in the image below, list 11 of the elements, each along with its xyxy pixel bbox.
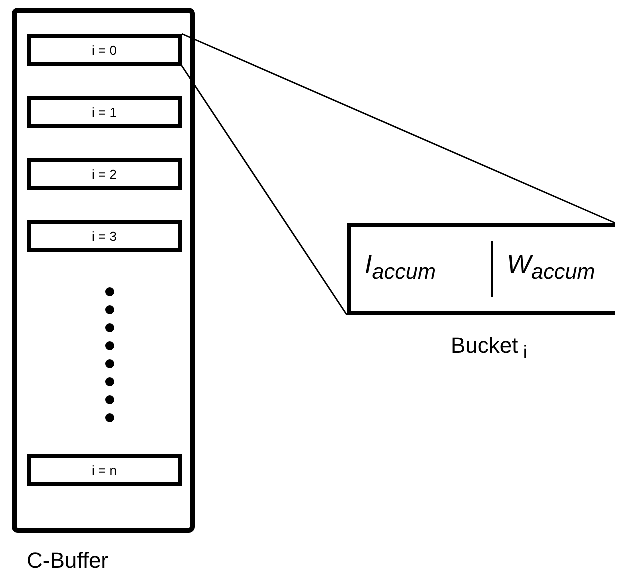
slot-box: i = 3 xyxy=(27,220,182,252)
zoom-line xyxy=(181,66,348,316)
slot-box: i = 0 xyxy=(27,34,182,66)
zoom-line xyxy=(182,33,616,224)
field-label: W$_{accum}$ xyxy=(507,249,596,286)
container-title: C-Buffer xyxy=(27,548,109,574)
slot-box: i = n xyxy=(27,454,182,486)
bucket-caption: Bucket $_{i}$ xyxy=(451,333,528,364)
slot-box: i = 2 xyxy=(27,158,182,190)
slot-box: i = 1 xyxy=(27,96,182,128)
field-label: I$_{accum}$ xyxy=(365,249,436,286)
